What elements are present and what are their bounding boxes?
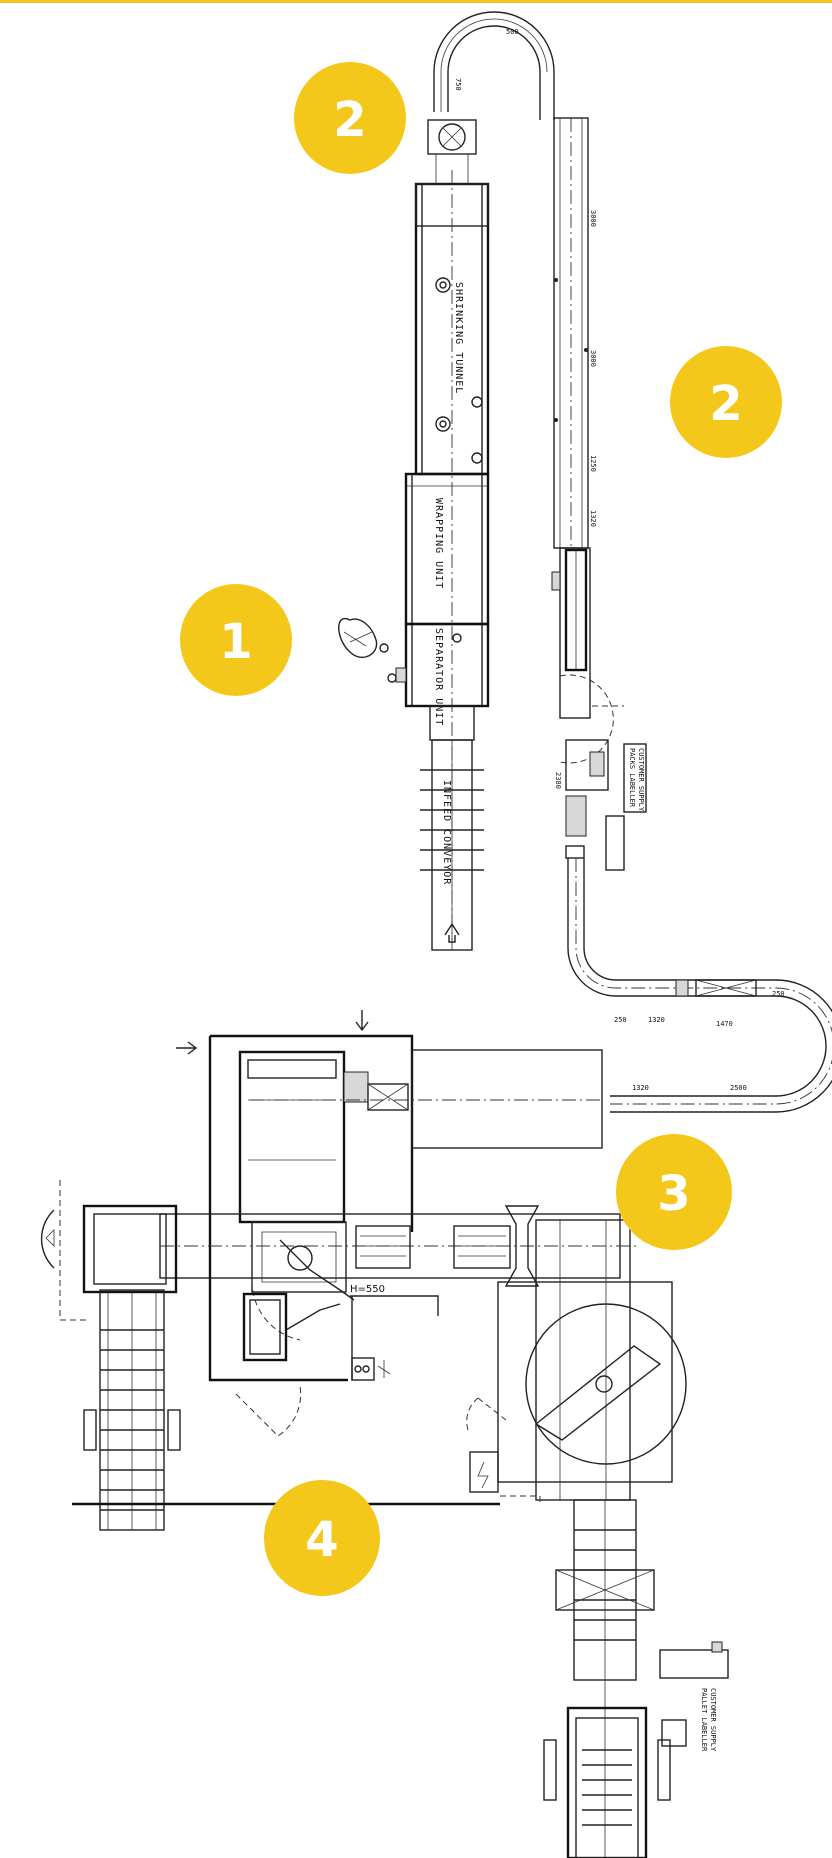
badge-2-top: 2 <box>294 62 406 174</box>
dim-3000-a: 3000 <box>589 210 597 227</box>
dim-750: 750 <box>454 78 462 91</box>
dim-2500: 2500 <box>730 1084 747 1092</box>
svg-text:2: 2 <box>333 92 366 148</box>
operator-symbol <box>338 617 397 683</box>
dim-250-b: 250 <box>614 1016 627 1024</box>
vertical-conveyor-right: 3000 3000 1250 1320 <box>553 117 597 550</box>
separator-unit-label: SEPARATOR UNIT <box>433 628 444 726</box>
packs-labeller-label: PACKS LABELLER <box>628 748 636 808</box>
wrapping-unit-label: WRAPPING UNIT <box>433 498 444 589</box>
badge-4: 4 <box>264 1480 380 1596</box>
customer-supply-2-label: CUSTOMER SUPPLY <box>709 1688 717 1752</box>
top-accent-line <box>0 0 832 3</box>
dim-3000-b: 3000 <box>589 350 597 367</box>
packs-labeller-area: PACKS LABELLER CUSTOMER SUPPLY 2380 <box>551 547 647 871</box>
dim-1320-c: 1320 <box>632 1084 649 1092</box>
customer-supply-1-label: CUSTOMER SUPPLY <box>637 748 645 812</box>
dim-1470: 1470 <box>716 1020 733 1028</box>
shrink-wrap-line: SHRINKING TUNNEL WRAPPING UNIT SEPARATOR… <box>395 119 490 951</box>
svg-text:4: 4 <box>305 1512 338 1568</box>
dim-1320-b: 1320 <box>648 1016 665 1024</box>
pallet-wrapper <box>466 1219 687 1506</box>
top-return-conveyor: 500 750 <box>433 11 555 120</box>
dim-1320-a: 1320 <box>589 510 597 527</box>
s-curve-conveyor: 250 250 1320 1470 1320 2500 <box>567 858 832 1113</box>
palletizer-cell: H=550 <box>159 1010 640 1437</box>
h550-label: H=550 <box>350 1284 385 1295</box>
infeed-conveyor-label: INFEED CONVEYOR <box>441 780 452 885</box>
badge-3: 3 <box>616 1134 732 1250</box>
dim-500: 500 <box>506 28 519 36</box>
badge-1: 1 <box>180 584 292 696</box>
dim-2380: 2380 <box>554 772 562 789</box>
dim-1250: 1250 <box>589 455 597 472</box>
dim-250-a: 250 <box>772 990 785 998</box>
svg-text:3: 3 <box>657 1166 690 1222</box>
svg-text:2: 2 <box>709 376 742 432</box>
left-pallet-conveyor <box>40 1180 500 1531</box>
pallet-labeller-label: PALLET LABELLER <box>700 1688 708 1752</box>
svg-text:1: 1 <box>219 614 252 670</box>
badge-2-right: 2 <box>670 346 782 458</box>
shrinking-tunnel-label: SHRINKING TUNNEL <box>453 282 464 394</box>
output-conveyor: PALLET LABELLER CUSTOMER SUPPLY <box>543 1499 729 1858</box>
